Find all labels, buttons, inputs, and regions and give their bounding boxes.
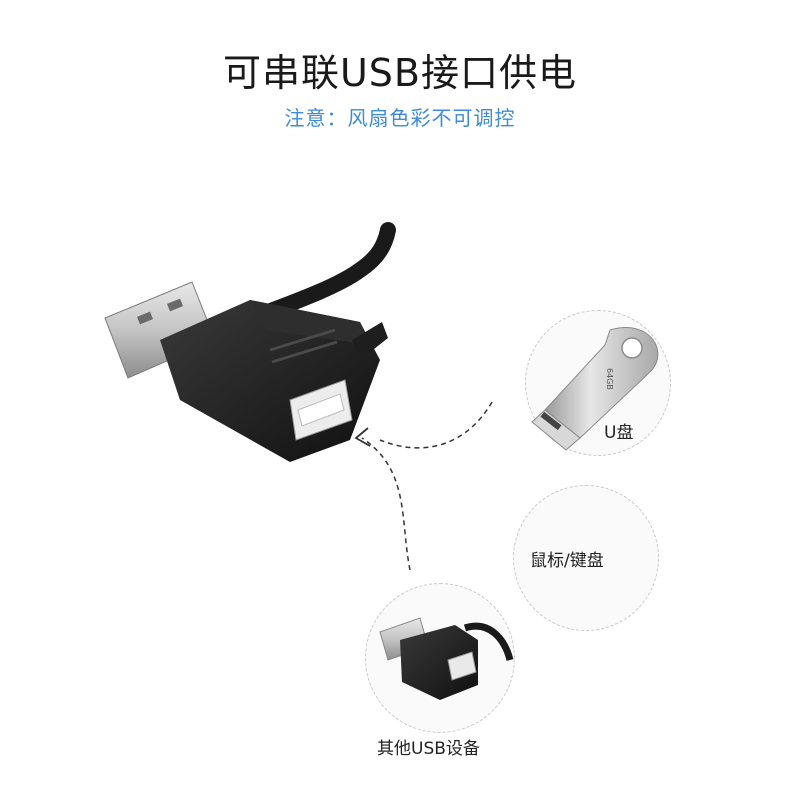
usb-extension-connector-small-icon [379, 617, 514, 700]
page-subtitle: 注意：风扇色彩不可调控 [284, 106, 516, 130]
arrow-from-udisk [379, 401, 493, 449]
mouse-keyboard-circle [513, 485, 659, 631]
arrowhead-icon [354, 427, 371, 447]
arrow-from-other [361, 437, 411, 571]
page-title: 可串联USB接口供电 [222, 51, 577, 95]
flash-drive-engraving: 64GB [605, 368, 614, 390]
usb-extension-connector-icon [104, 222, 396, 462]
mouse-keyboard-label: 鼠标/键盘 [530, 551, 604, 571]
usb-flash-drive-icon: 64GB [531, 327, 659, 451]
other-usb-label: 其他USB设备 [377, 739, 480, 759]
udisk-label: U盘 [604, 423, 634, 443]
